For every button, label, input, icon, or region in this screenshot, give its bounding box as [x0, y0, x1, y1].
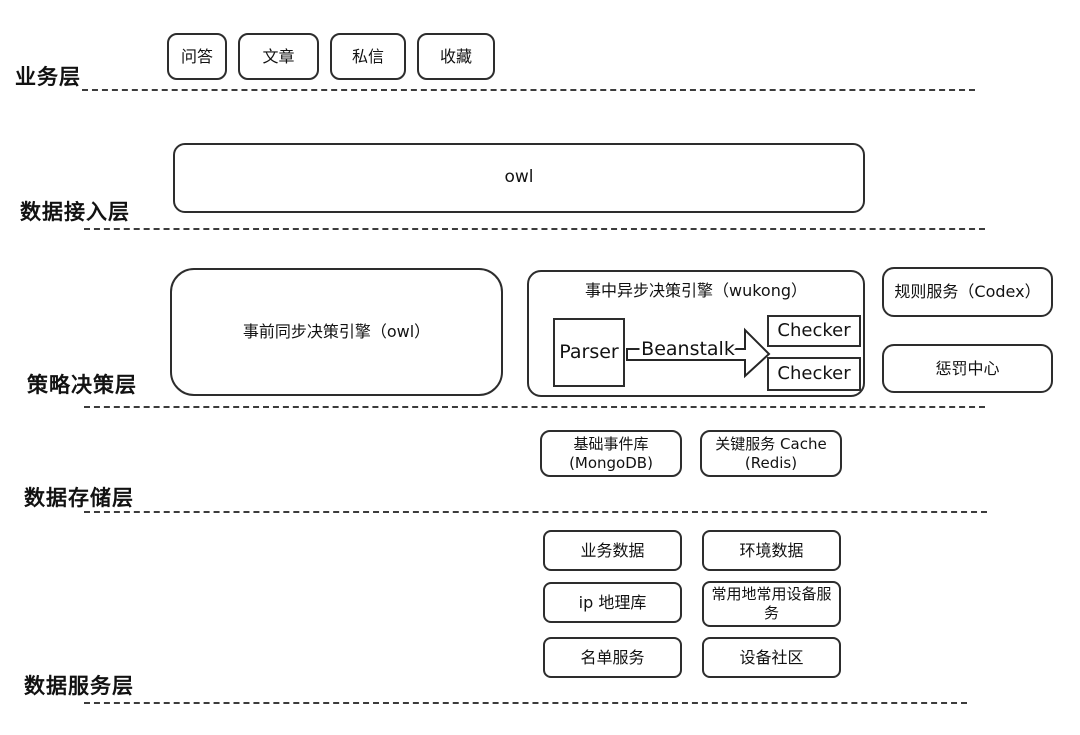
layer-divider-business	[82, 89, 975, 91]
async-engine-box: 事中异步决策引擎（wukong） Parser Beanstalk Checke…	[527, 270, 865, 397]
layer-divider-data-access	[84, 228, 985, 230]
layer-label-decision: 策略决策层	[27, 373, 137, 397]
parser-box: Parser	[553, 318, 625, 387]
layer-divider-decision	[84, 406, 985, 408]
service-box-device-community: 设备社区	[702, 637, 841, 678]
service-list-service-label: 名单服务	[580, 647, 645, 667]
service-box-business-data: 业务数据	[543, 530, 682, 571]
service-box-list-service: 名单服务	[543, 637, 682, 678]
business-box-message: 私信	[330, 33, 406, 80]
parser-label: Parser	[559, 340, 619, 363]
business-box-article-label: 文章	[262, 46, 295, 66]
cache-tech: (Redis)	[744, 453, 798, 472]
service-common-device-label: 常用地常用设备服务	[711, 585, 832, 622]
service-env-data-label: 环境数据	[739, 540, 804, 560]
pre-sync-engine-box: 事前同步决策引擎（owl）	[170, 268, 503, 396]
layer-label-data-access: 数据接入层	[20, 200, 130, 224]
service-box-env-data: 环境数据	[702, 530, 841, 571]
punish-center-label: 惩罚中心	[935, 358, 1000, 378]
service-box-ip-geo: ip 地理库	[543, 582, 682, 623]
event-store-tech: (MongoDB)	[569, 453, 653, 472]
service-business-data-label: 业务数据	[580, 540, 645, 560]
checker-box-2: Checker	[767, 357, 861, 391]
async-engine-title: 事中异步决策引擎（wukong）	[584, 281, 807, 300]
business-box-article: 文章	[238, 33, 319, 80]
service-ip-geo-label: ip 地理库	[578, 592, 647, 612]
access-engine-owl-label: owl	[504, 167, 534, 188]
rule-service-label: 规则服务（Codex）	[894, 282, 1041, 301]
checker-box-1: Checker	[767, 315, 861, 347]
service-box-common-device: 常用地常用设备服务	[702, 581, 841, 627]
business-box-favorite: 收藏	[417, 33, 495, 80]
event-store-box: 基础事件库 (MongoDB)	[540, 430, 682, 477]
checker-1-label: Checker	[777, 319, 851, 341]
layer-divider-storage	[84, 511, 987, 513]
cache-box: 关键服务 Cache (Redis)	[700, 430, 842, 477]
block-arrow-shape	[626, 327, 771, 379]
layer-label-service: 数据服务层	[24, 674, 134, 698]
event-store-name: 基础事件库	[573, 434, 649, 453]
beanstalk-queue-label: Beanstalk	[641, 338, 735, 360]
business-box-qa: 问答	[167, 33, 227, 80]
layer-divider-service	[84, 702, 967, 704]
pre-sync-engine-label: 事前同步决策引擎（owl）	[242, 322, 431, 341]
punish-center-box: 惩罚中心	[882, 344, 1053, 393]
layer-label-storage: 数据存储层	[24, 486, 134, 510]
access-engine-owl-box: owl	[173, 143, 865, 213]
beanstalk-arrow: Beanstalk	[626, 327, 771, 379]
rule-service-box: 规则服务（Codex）	[882, 267, 1053, 317]
service-device-community-label: 设备社区	[739, 647, 804, 667]
layer-label-business: 业务层	[15, 65, 81, 89]
business-box-qa-label: 问答	[180, 46, 213, 66]
cache-name: 关键服务 Cache	[715, 434, 827, 453]
business-box-message-label: 私信	[351, 46, 384, 66]
business-box-favorite-label: 收藏	[439, 46, 472, 66]
checker-2-label: Checker	[777, 362, 851, 384]
